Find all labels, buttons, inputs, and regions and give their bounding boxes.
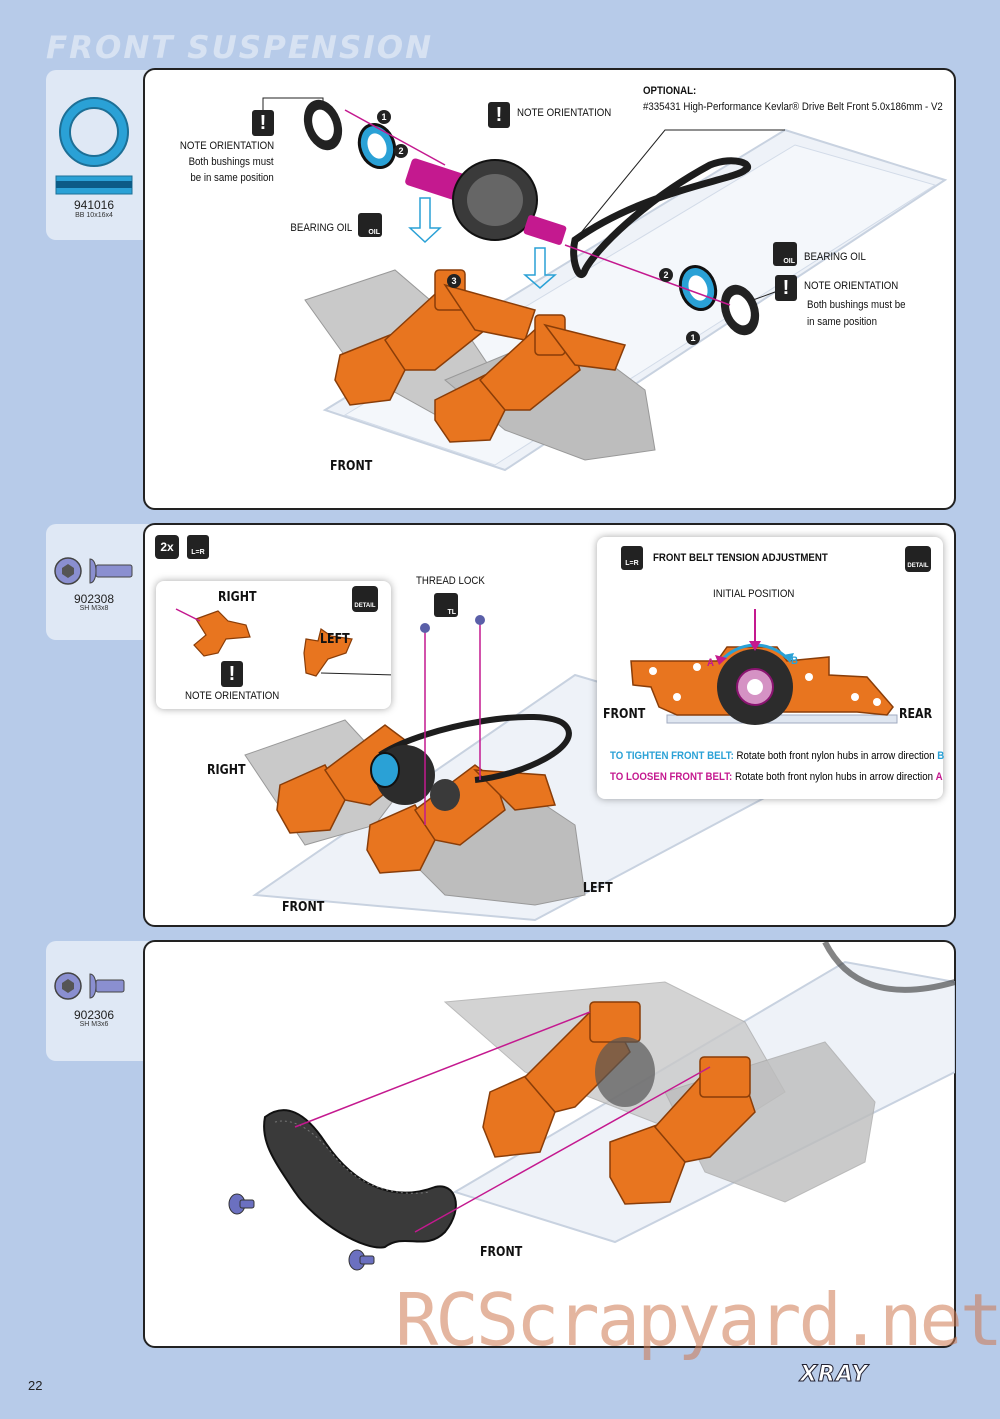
tension-title: FRONT BELT TENSION ADJUSTMENT <box>653 552 828 564</box>
xray-logo: XRAY <box>799 1362 869 1388</box>
detail-icon: DETAIL <box>352 586 378 612</box>
bearing-oil-right-label: BEARING OIL <box>804 251 866 263</box>
tension-b-label: B <box>791 655 798 667</box>
tighten-instruction: TO TIGHTEN FRONT BELT: Rotate both front… <box>610 749 944 763</box>
step2-panel: 2x L=R RIGHT LEFT <box>143 523 956 927</box>
inset-right-label: RIGHT <box>218 590 257 605</box>
bulkhead-right <box>434 314 627 443</box>
part-desc: BB 10x16x4 <box>75 212 113 219</box>
step1-illustration <box>262 97 948 472</box>
part-code: 902306 <box>73 1008 115 1022</box>
initial-position-label: INITIAL POSITION <box>713 588 795 600</box>
loosen-key: TO LOOSEN FRONT BELT: <box>610 771 733 783</box>
note-right-line2: Both bushings must be <box>807 299 906 311</box>
belt-tension-inset: L=R FRONT BELT TENSION ADJUSTMENT DETAIL… <box>597 537 943 799</box>
note-orientation-icon: ! <box>252 110 274 136</box>
watermark: RCScrapyard.net <box>395 1278 1000 1362</box>
orientation-inset: RIGHT LEFT ! NOTE ORIENTATION DETAIL <box>156 581 391 709</box>
part-desc: SH M3x6 <box>79 1021 109 1028</box>
screw-icon <box>54 972 125 1000</box>
note-orientation-icon: ! <box>488 102 510 128</box>
note-right-line3: in same position <box>807 316 877 328</box>
page-title: FRONT SUSPENSION <box>46 30 434 66</box>
left-label: LEFT <box>583 881 613 896</box>
part-code: 902308 <box>73 592 115 606</box>
part-tab-902306 <box>46 941 156 1061</box>
tension-a-label: A <box>707 657 714 669</box>
bearing-oil-left-label: BEARING OIL <box>290 222 352 234</box>
note-left-line2: Both bushings must <box>188 156 274 168</box>
orientation-illustration <box>175 608 391 677</box>
loosen-text: Rotate both front nylon hubs in arrow di… <box>734 771 933 783</box>
inset-left-label: LEFT <box>320 632 350 647</box>
thread-lock-label: THREAD LOCK <box>416 575 485 587</box>
step-number-1: 1 <box>686 331 700 345</box>
note-orientation-icon: ! <box>221 661 243 687</box>
step-number-1: 1 <box>377 110 391 124</box>
tension-illustration <box>630 609 898 725</box>
loosen-instruction: TO LOOSEN FRONT BELT: Rotate both front … <box>610 770 943 784</box>
tighten-key: TO TIGHTEN FRONT BELT: <box>610 750 734 762</box>
bearing-icon <box>55 97 133 195</box>
oil-icon: OIL <box>773 242 797 266</box>
left-equals-right-icon: L=R <box>187 535 209 559</box>
step3-panel: FRONT <box>143 940 956 1348</box>
oil-icon: OIL <box>358 213 382 237</box>
screw-icon <box>54 557 133 585</box>
note-top-label: NOTE ORIENTATION <box>517 107 612 119</box>
part-code: 941016 <box>73 198 115 212</box>
tighten-text: Rotate both front nylon hubs in arrow di… <box>736 750 935 762</box>
front-label: FRONT <box>330 459 373 474</box>
left-equals-right-icon: L=R <box>621 546 643 570</box>
step1-panel: ! NOTE ORIENTATION Both bushings must be… <box>143 68 956 510</box>
bulkhead-left <box>334 269 536 406</box>
part-desc: SH M3x8 <box>79 605 109 612</box>
step3-illustration <box>228 942 955 1271</box>
tension-rear-label: REAR <box>899 707 933 722</box>
quantity-badge: 2x <box>155 535 179 559</box>
right-label: RIGHT <box>207 763 246 778</box>
note-right-line1: NOTE ORIENTATION <box>804 280 899 292</box>
note-left-line1: NOTE ORIENTATION <box>179 140 274 152</box>
optional-text: #335431 High-Performance Kevlar® Drive B… <box>643 101 943 113</box>
pulley-assembly <box>405 158 567 245</box>
tension-front-label: FRONT <box>603 707 646 722</box>
page-number: 22 <box>28 1378 43 1393</box>
carbon-brace <box>263 1109 457 1249</box>
inset-note-label: NOTE ORIENTATION <box>185 690 280 702</box>
step-number-2: 2 <box>394 144 408 158</box>
thread-lock-icon: TL <box>434 593 458 617</box>
step-number-3: 3 <box>447 274 461 288</box>
note-orientation-icon: ! <box>775 275 797 301</box>
front-label: FRONT <box>282 900 325 915</box>
detail-icon: DETAIL <box>905 546 931 572</box>
optional-title: OPTIONAL: <box>643 85 697 97</box>
tighten-dir: B <box>937 750 945 762</box>
loosen-dir: A <box>935 771 943 783</box>
note-left-line3: be in same position <box>190 172 274 184</box>
step-number-2: 2 <box>659 268 673 282</box>
front-label: FRONT <box>480 1245 523 1260</box>
